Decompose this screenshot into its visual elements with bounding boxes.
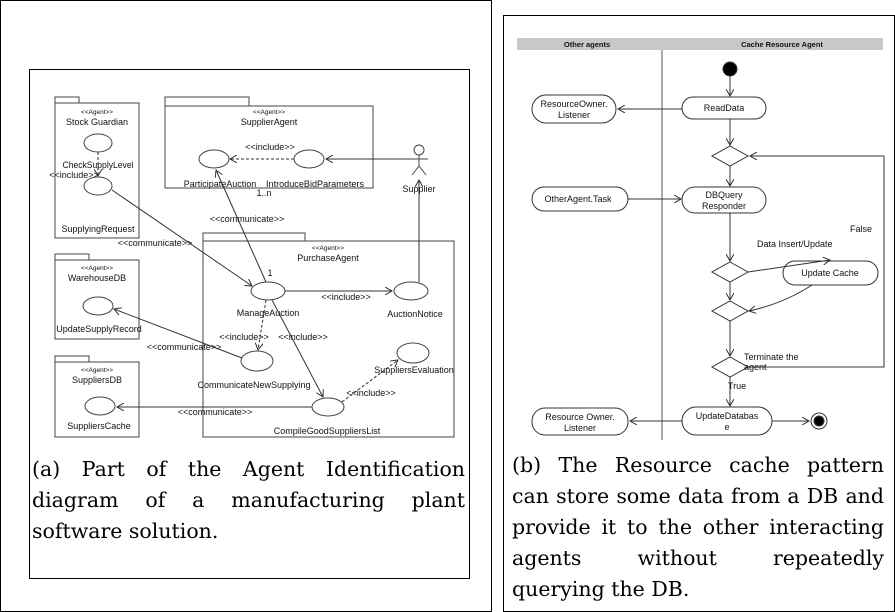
include-manage-to-compile <box>271 299 323 397</box>
supplying-request-label: SupplyingRequest <box>61 224 135 234</box>
guard-false: False <box>850 224 872 234</box>
purchase-agent-name: PurchaseAgent <box>297 253 359 263</box>
use-case-manage-auction <box>250 281 286 301</box>
warehouse-db-stereotype: <<Agent>> <box>81 265 113 272</box>
package-suppliers-db <box>54 361 140 438</box>
use-case-participate-auction <box>198 149 230 169</box>
guard-terminate-line1: Terminate the <box>744 352 799 362</box>
auction-notice-label: AuctionNotice <box>387 309 443 319</box>
use-case-compile-good-suppliers-list <box>311 397 345 417</box>
include-manage-to-communicate-new <box>258 299 267 350</box>
compile-good-suppliers-list-label: CompileGoodSuppliersList <box>274 426 381 436</box>
listener-1-line1: ResourceOwner. <box>540 99 607 109</box>
package-purchase-agent <box>202 240 455 438</box>
panel-a-caption: (a) Part of the Agent Identification dia… <box>32 457 465 543</box>
activity-resource-owner-listener-1 <box>531 94 617 124</box>
use-case-suppliers-cache <box>84 396 116 416</box>
agent-identification-diagram: <<Agent>> <<Agent>> <<Agent>> <<Agent>> … <box>49 96 455 438</box>
responder-line1: DBQuery <box>705 190 743 200</box>
panel-a-frame <box>29 69 470 579</box>
check-supply-level-label: CheckSupplyLevel <box>63 160 134 170</box>
activity-resource-owner-listener-2 <box>531 407 629 436</box>
update-supply-record-label: UpdateSupplyRecord <box>56 324 142 334</box>
suppliers-cache-label: SuppliersCache <box>67 421 131 431</box>
communicate-new-to-update-record <box>114 309 243 359</box>
include-label-compile: <<include>> <box>278 332 328 342</box>
update-cache-label: Update Cache <box>801 268 859 278</box>
use-case-introduce-bid-parameters <box>293 149 325 169</box>
package-purchase-agent-tab <box>202 232 306 242</box>
communicate-label-update-record: <<communicate>> <box>147 342 222 352</box>
introduce-bid-parameters-label: IntroduceBidParameters <box>266 179 364 189</box>
listener-2-line2: Listener <box>564 423 596 433</box>
use-case-update-supply-record <box>82 296 114 316</box>
decision-node-4 <box>710 356 750 378</box>
decision-node-2 <box>710 261 750 283</box>
suppliers-db-stereotype: <<Agent>> <box>81 367 113 374</box>
update-database-line1: UpdateDatabas <box>696 411 759 421</box>
include-label-introduce: <<include>> <box>245 142 295 152</box>
package-warehouse-db <box>54 259 140 340</box>
swimlane-header-bar <box>517 38 883 50</box>
package-stock-guardian <box>54 102 140 239</box>
actor-supplier <box>410 144 428 176</box>
package-stock-guardian-tab <box>54 96 80 104</box>
package-suppliers-db-tab <box>54 355 90 363</box>
communicate-label-cache: <<communicate>> <box>178 407 253 417</box>
stock-guardian-stereotype: <<Agent>> <box>81 109 113 116</box>
initial-node <box>722 61 738 77</box>
include-label-evaluation: <<include>> <box>346 388 396 398</box>
lane-other-agents: Other agents <box>564 40 610 49</box>
package-supplier-agent <box>164 105 374 189</box>
use-case-auction-notice <box>393 281 429 301</box>
decision-node-1 <box>710 145 750 167</box>
communicate-label-participate: <<communicate>> <box>210 214 285 224</box>
include-compile-to-evaluation <box>341 360 398 403</box>
include-label-communicate-new: <<include>> <box>219 332 269 342</box>
warehouse-db-name: WarehouseDB <box>68 273 126 283</box>
activity-db-query-responder <box>681 186 767 214</box>
include-label-notice: <<include>> <box>321 292 371 302</box>
communicate-new-supplying-label: CommunicateNewSupplying <box>197 380 310 390</box>
flow-update-cache-to-decision3 <box>749 284 813 311</box>
guard-data-insert-update: Data Insert/Update <box>757 239 833 249</box>
include-label-check: <<include>> <box>49 170 99 180</box>
flow-decision2-to-update-cache <box>747 260 830 273</box>
manage-auction-label: ManageAuction <box>237 308 300 318</box>
responder-line2: Responder <box>702 201 746 211</box>
guard-terminate-line2: agent <box>744 362 767 372</box>
update-database-line2: e <box>724 422 729 432</box>
participate-auction-label: ParticipateAuction <box>184 179 257 189</box>
use-case-suppliers-evaluation <box>396 342 430 364</box>
communicate-label-request: <<communicate>> <box>118 238 193 248</box>
supplier-agent-name: SupplierAgent <box>241 117 298 127</box>
other-agent-task-label: OtherAgent.Task <box>544 194 612 204</box>
multiplicity-manage: 1 <box>267 268 272 278</box>
read-data-label: ReadData <box>704 103 745 113</box>
communicate-manage-to-participate <box>216 170 267 283</box>
purchase-agent-stereotype: <<Agent>> <box>312 245 344 252</box>
guard-true: True <box>728 381 746 391</box>
communicate-request-to-manage <box>111 189 252 286</box>
final-node-inner <box>813 415 825 427</box>
lane-cache-resource-agent: Cache Resource Agent <box>741 40 823 49</box>
decision-node-3 <box>710 300 750 322</box>
package-warehouse-db-tab <box>54 253 90 261</box>
use-case-check-supply-level <box>83 133 113 153</box>
actor-supplier-label: Supplier <box>402 184 435 194</box>
use-case-communicate-new-supplying <box>240 350 274 372</box>
panel-b-caption: (b) The Resource cache pattern can store… <box>512 453 884 601</box>
supplier-agent-stereotype: <<Agent>> <box>253 109 285 116</box>
listener-2-line1: Resource Owner. <box>545 412 615 422</box>
package-supplier-agent-tab <box>164 96 250 107</box>
resource-cache-activity-diagram: Other agents Cache Resource Agent <box>517 38 885 440</box>
listener-1-line2: Listener <box>558 110 590 120</box>
flow-false-loop <box>748 156 885 368</box>
multiplicity-participate: 1..n <box>256 188 271 198</box>
suppliers-db-name: SuppliersDB <box>72 375 122 385</box>
stock-guardian-name: Stock Guardian <box>66 117 128 127</box>
use-case-supplying-request <box>83 176 113 196</box>
suppliers-evaluation-label: SuppliersEvaluation <box>374 365 454 375</box>
activity-read-data <box>681 96 767 120</box>
